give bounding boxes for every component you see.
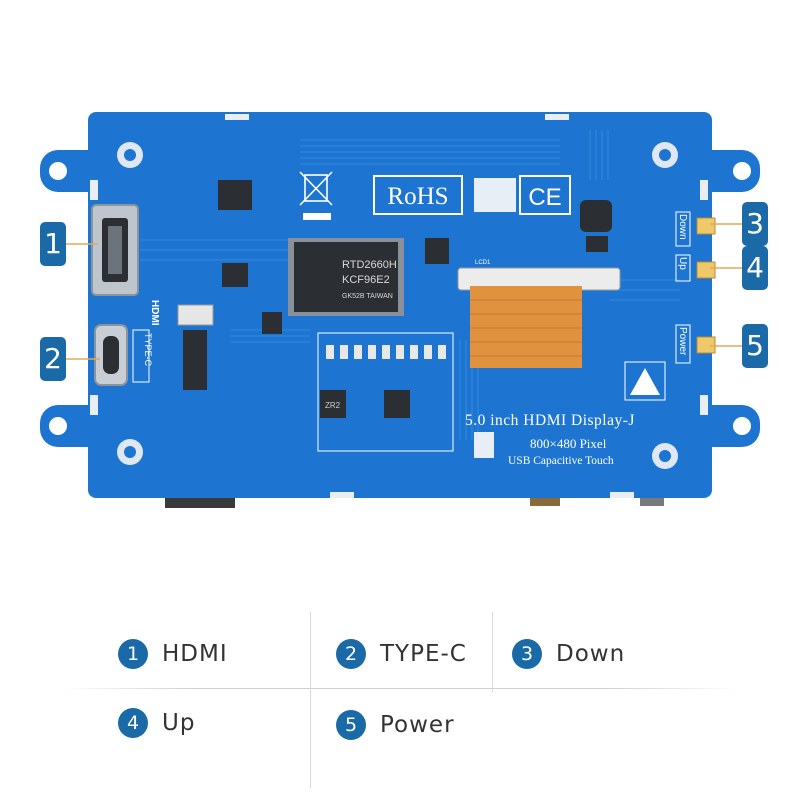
edge-pads [90,114,708,498]
typec-silk-label: TYPE-C [143,333,153,367]
callout-3: 3 [742,202,768,246]
chip-line-3: GK52B TAIWAN [342,293,393,300]
inductor [580,200,612,232]
passive-array [326,345,446,359]
small-ic [218,180,252,210]
legend-number: 5 [336,710,366,740]
flex-cable-stripes [470,299,582,357]
legend-number: 1 [118,639,148,669]
button-down [675,211,716,247]
small-ic [262,312,282,334]
small-ic [425,238,449,264]
rohs-box [373,175,463,215]
ce-box [519,175,571,215]
pcb-illustration: HDMI TYPE-C RoHS CE RTD2660H KCF96E2 GK5… [40,112,760,508]
legend-label: TYPE-C [380,641,467,667]
legend-divider [310,612,311,788]
legend-label: Power [380,712,455,738]
main-chip [288,238,404,316]
pcb-traces [140,130,680,440]
mounting-holes [49,162,751,435]
ce-label: CE [528,184,561,211]
typec-connector [94,324,128,386]
callout-5: 5 [742,324,768,368]
legend-item-power: 5 Power [336,705,455,745]
legend-label: Down [556,641,626,667]
button-power [675,324,716,364]
callout-1: 1 [40,222,66,266]
lcd-label: LCD1 [475,260,491,266]
product-title: 5.0 inch HDMI Display-J [465,412,635,429]
label-square-small [474,432,494,458]
legend-divider [492,612,493,692]
resolution-label: 800×480 Pixel [530,436,607,451]
chip-line-1: RTD2660H [342,259,397,271]
regulator-ic [384,390,410,418]
regulator-ic [320,390,346,418]
regulator-block [317,332,454,452]
chip-line-2: KCF96E2 [342,274,390,286]
label-square [474,178,516,212]
button-power-label: Power [677,327,688,356]
hdmi-connector [91,204,139,296]
button-up-label: Up [677,257,688,270]
legend-divider [60,688,740,689]
legend-label: Up [162,710,196,736]
legend-item-up: 4 Up [118,703,195,743]
touch-label: USB Capacitive Touch [508,455,614,467]
small-ic [586,236,608,252]
regulator-label: ZR2 [325,401,341,410]
legend-item-hdmi: 1 HDMI [118,634,228,674]
rohs-label: RoHS [387,183,448,210]
weee-bin-icon [299,171,333,206]
callout-2: 2 [40,337,66,381]
legend-item-typec: 2 TYPE-C [336,634,467,674]
small-ic [222,263,248,287]
legend-item-down: 3 Down [512,634,625,674]
callout-4: 4 [742,246,768,290]
legend-number: 4 [118,708,148,738]
esd-warning-icon [624,361,666,401]
hdmi-silk-label: HDMI [149,300,160,326]
legend-number: 3 [512,639,542,669]
legend-number: 2 [336,639,366,669]
weee-bar [303,213,331,220]
ffc-cable [183,330,207,390]
ffc-connector [177,304,214,326]
legend-label: HDMI [162,641,228,667]
button-down-label: Down [677,214,688,240]
button-up [675,254,716,282]
board-screw-holes [117,142,678,469]
callout-leaders [65,223,742,360]
